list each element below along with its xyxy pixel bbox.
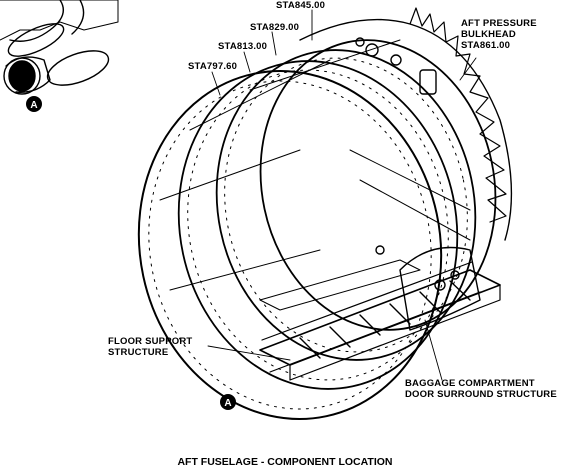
label-sta845: STA845.00 (276, 0, 326, 11)
floor-support-structure (259, 259, 501, 381)
locator-inset (0, 0, 119, 95)
stringers (159, 39, 471, 291)
view-callout-badge: A (220, 394, 236, 410)
label-sta829: STA829.00 (250, 22, 300, 33)
frame-sta829 (215, 49, 477, 361)
baggage-door-surround (375, 245, 481, 331)
label-baggage-line2: DOOR SURROUND STRUCTURE (405, 389, 557, 400)
label-floor-line1: FLOOR SUPPORT (108, 336, 193, 347)
figure-caption: AFT FUSELAGE - COMPONENT LOCATION (177, 456, 393, 468)
label-bulkhead-line2: BULKHEAD (461, 29, 516, 40)
leader-lines (207, 9, 477, 381)
label-bulkhead-line1: AFT PRESSURE (461, 18, 537, 29)
label-bulkhead-line3: STA861.00 (461, 40, 511, 51)
svg-text:A: A (30, 100, 37, 111)
frame-sta845 (259, 39, 497, 331)
svg-text:A: A (224, 398, 231, 409)
label-sta797: STA797.60 (188, 61, 238, 72)
detail-callout-badge: A (26, 96, 42, 112)
label-floor-line2: STRUCTURE (108, 347, 169, 358)
label-baggage-line1: BAGGAGE COMPARTMENT (405, 378, 535, 389)
label-sta813: STA813.00 (218, 41, 268, 52)
